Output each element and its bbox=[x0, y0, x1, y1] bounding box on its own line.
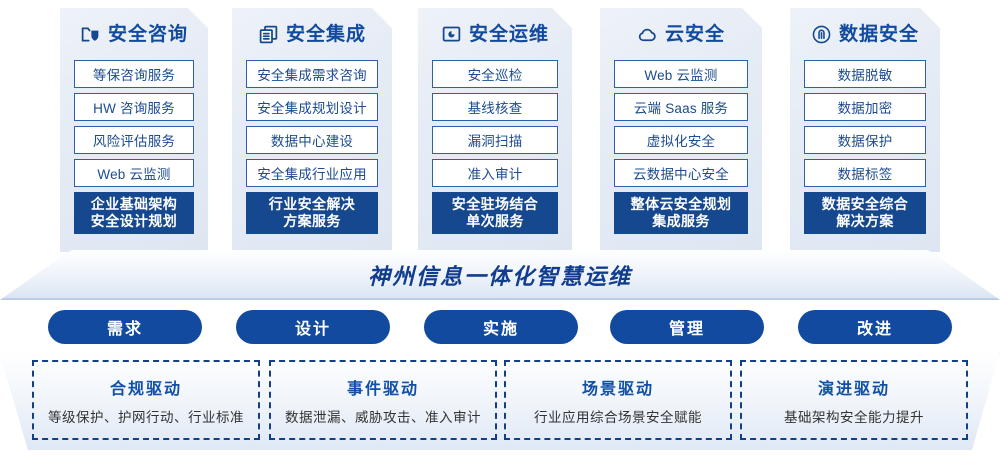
service-item[interactable]: 安全巡检 bbox=[432, 60, 558, 88]
phase-pill-group: 需求 设计 实施 管理 改进 bbox=[0, 310, 1000, 346]
stacked-documents-icon bbox=[258, 24, 279, 45]
pillar-header: 安全运维 bbox=[432, 8, 558, 60]
pillar-highlight-line1: 整体云安全规划 bbox=[630, 196, 732, 212]
pillar-title: 数据安全 bbox=[838, 23, 919, 45]
pillar-highlight-line1: 行业安全解决 bbox=[268, 196, 356, 212]
pillar-highlight-line2: 方案服务 bbox=[283, 213, 341, 229]
service-item[interactable]: 准入审计 bbox=[432, 159, 558, 187]
banner-surface bbox=[0, 250, 1000, 300]
service-item[interactable]: 安全集成规划设计 bbox=[246, 93, 378, 121]
phase-pill-design[interactable]: 设计 bbox=[236, 310, 390, 344]
service-item[interactable]: 漏洞扫描 bbox=[432, 126, 558, 154]
service-item[interactable]: Web 云监测 bbox=[614, 60, 748, 88]
service-item[interactable]: 数据加密 bbox=[804, 93, 926, 121]
service-item[interactable]: 数据保护 bbox=[804, 126, 926, 154]
service-item[interactable]: Web 云监测 bbox=[74, 159, 194, 187]
driver-surface bbox=[0, 352, 1000, 450]
driver-card-incident[interactable]: 事件驱动 数据泄漏、威胁攻击、准入审计 bbox=[269, 360, 497, 440]
pillar-highlight[interactable]: 安全驻场结合 单次服务 bbox=[432, 192, 558, 234]
pillar-header: 安全集成 bbox=[246, 8, 378, 60]
pillar-card-security-integration[interactable]: 安全集成 安全集成需求咨询 安全集成规划设计 数据中心建设 安全集成行业应用 行… bbox=[232, 8, 392, 252]
pillar-card-security-operations[interactable]: 安全运维 安全巡检 基线核查 漏洞扫描 准入审计 安全驻场结合 单次服务 bbox=[418, 8, 572, 252]
service-item[interactable]: 数据脱敏 bbox=[804, 60, 926, 88]
service-item[interactable]: 等保咨询服务 bbox=[74, 60, 194, 88]
driver-card-scenario[interactable]: 场景驱动 行业应用综合场景安全赋能 bbox=[504, 360, 732, 440]
pillar-title: 云安全 bbox=[664, 23, 725, 45]
service-item[interactable]: 云端 Saas 服务 bbox=[614, 93, 748, 121]
pillar-title: 安全咨询 bbox=[107, 23, 188, 45]
banner-title: 神州信息一体化智慧运维 bbox=[367, 264, 632, 289]
driver-title: 事件驱动 bbox=[346, 380, 419, 398]
pillar-header: 数据安全 bbox=[804, 8, 926, 60]
pillar-highlight-line2: 集成服务 bbox=[652, 213, 710, 229]
fingerprint-icon bbox=[811, 24, 832, 45]
pillar-highlight-line1: 企业基础架构 bbox=[90, 196, 178, 212]
service-item[interactable]: 虚拟化安全 bbox=[614, 126, 748, 154]
service-item[interactable]: 安全集成需求咨询 bbox=[246, 60, 378, 88]
pillar-card-group: 安全咨询 等保咨询服务 HW 咨询服务 风险评估服务 Web 云监测 企业基础架… bbox=[0, 0, 1000, 252]
driver-title: 合规驱动 bbox=[109, 380, 182, 398]
folder-shield-icon bbox=[80, 24, 101, 45]
pillar-highlight[interactable]: 企业基础架构 安全设计规划 bbox=[74, 192, 194, 234]
driver-card-evolution[interactable]: 演进驱动 基础架构安全能力提升 bbox=[740, 360, 968, 440]
phase-pill-improve[interactable]: 改进 bbox=[798, 310, 952, 344]
pillar-highlight[interactable]: 数据安全综合 解决方案 bbox=[804, 192, 926, 234]
service-item[interactable]: 数据中心建设 bbox=[246, 126, 378, 154]
pillar-header: 安全咨询 bbox=[74, 8, 194, 60]
pillar-card-security-consulting[interactable]: 安全咨询 等保咨询服务 HW 咨询服务 风险评估服务 Web 云监测 企业基础架… bbox=[60, 8, 208, 252]
cloud-icon bbox=[637, 24, 658, 45]
driver-desc: 行业应用综合场景安全赋能 bbox=[534, 409, 702, 425]
service-item[interactable]: HW 咨询服务 bbox=[74, 93, 194, 121]
service-item[interactable]: 风险评估服务 bbox=[74, 126, 194, 154]
pillar-highlight-line2: 单次服务 bbox=[466, 213, 524, 229]
pillar-card-data-security[interactable]: 数据安全 数据脱敏 数据加密 数据保护 数据标签 数据安全综合 解决方案 bbox=[790, 8, 940, 252]
platform-banner: 神州信息一体化智慧运维 bbox=[0, 250, 1000, 302]
driver-desc: 等级保护、护网行动、行业标准 bbox=[48, 409, 244, 425]
driver-card-compliance[interactable]: 合规驱动 等级保护、护网行动、行业标准 bbox=[32, 360, 260, 440]
driver-title: 演进驱动 bbox=[817, 380, 890, 398]
pillar-card-cloud-security[interactable]: 云安全 Web 云监测 云端 Saas 服务 虚拟化安全 云数据中心安全 整体云… bbox=[600, 8, 762, 252]
phase-pill-requirement[interactable]: 需求 bbox=[48, 310, 202, 344]
pillar-highlight[interactable]: 行业安全解决 方案服务 bbox=[246, 192, 378, 234]
driver-section: 合规驱动 等级保护、护网行动、行业标准 事件驱动 数据泄漏、威胁攻击、准入审计 … bbox=[0, 352, 1000, 454]
phase-pill-manage[interactable]: 管理 bbox=[610, 310, 764, 344]
driver-desc: 基础架构安全能力提升 bbox=[784, 409, 924, 425]
pillar-header: 云安全 bbox=[614, 8, 748, 60]
service-item[interactable]: 安全集成行业应用 bbox=[246, 159, 378, 187]
service-item[interactable]: 云数据中心安全 bbox=[614, 159, 748, 187]
monitor-pie-icon bbox=[441, 24, 462, 45]
pillar-highlight-line2: 安全设计规划 bbox=[90, 213, 178, 229]
driver-title: 场景驱动 bbox=[581, 380, 654, 398]
pillar-highlight[interactable]: 整体云安全规划 集成服务 bbox=[614, 192, 748, 234]
pillar-title: 安全运维 bbox=[468, 23, 549, 45]
driver-desc: 数据泄漏、威胁攻击、准入审计 bbox=[285, 409, 481, 425]
pillar-highlight-line2: 解决方案 bbox=[836, 213, 894, 229]
service-item[interactable]: 基线核查 bbox=[432, 93, 558, 121]
service-item[interactable]: 数据标签 bbox=[804, 159, 926, 187]
phase-pill-implement[interactable]: 实施 bbox=[424, 310, 578, 344]
pillar-highlight-line1: 安全驻场结合 bbox=[451, 196, 539, 212]
pillar-title: 安全集成 bbox=[285, 23, 366, 45]
pillar-highlight-line1: 数据安全综合 bbox=[821, 196, 909, 212]
